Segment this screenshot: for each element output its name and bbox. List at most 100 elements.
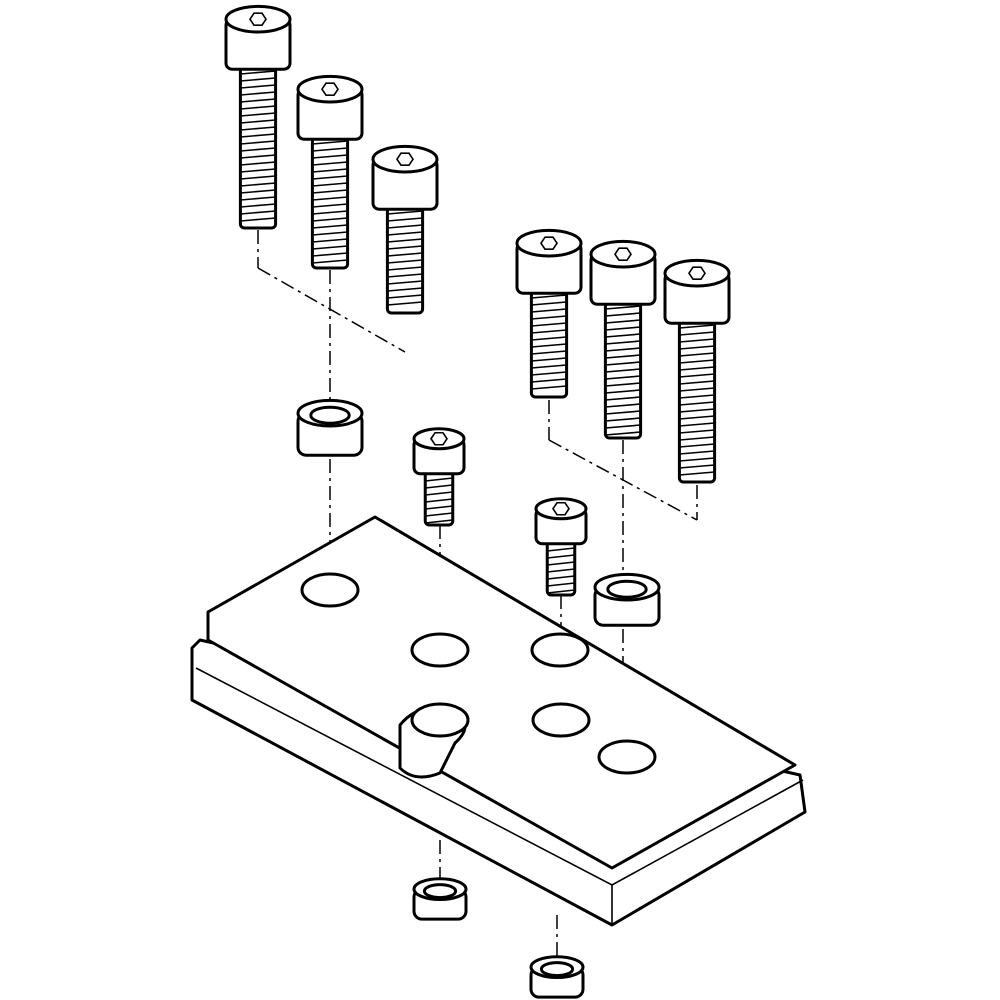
thread-line bbox=[605, 340, 641, 345]
sleeve-bore bbox=[309, 405, 351, 425]
thread-line bbox=[605, 312, 641, 317]
long-screw bbox=[589, 239, 657, 440]
thread-line bbox=[531, 315, 567, 320]
thread-line bbox=[240, 203, 276, 208]
thread-line bbox=[605, 368, 641, 373]
thread-line bbox=[679, 352, 715, 357]
thread-line bbox=[531, 308, 567, 313]
long-screw bbox=[515, 228, 583, 399]
thread-line bbox=[312, 189, 348, 194]
thread-line bbox=[387, 210, 423, 215]
long-screw bbox=[296, 74, 364, 270]
thread-line bbox=[240, 182, 276, 187]
thread-line bbox=[605, 424, 641, 429]
thread-line bbox=[240, 126, 276, 131]
thread-line bbox=[531, 357, 567, 362]
mounting-hole bbox=[410, 632, 470, 668]
parts bbox=[224, 4, 731, 999]
thread-line bbox=[240, 98, 276, 103]
thread-line bbox=[679, 436, 715, 441]
thread-line bbox=[605, 431, 641, 436]
screw-head-top bbox=[371, 144, 439, 174]
mounting-hole bbox=[300, 572, 360, 608]
thread-line bbox=[531, 371, 567, 376]
thread-line bbox=[605, 417, 641, 422]
thread-line bbox=[605, 347, 641, 352]
thread-line bbox=[531, 350, 567, 355]
thread-line bbox=[312, 217, 348, 222]
thread-line bbox=[425, 505, 453, 510]
sleeve-bore bbox=[539, 961, 575, 978]
thread-line bbox=[531, 322, 567, 327]
thread-line bbox=[679, 422, 715, 427]
thread-line bbox=[531, 301, 567, 306]
thread-line bbox=[547, 575, 575, 580]
thread-line bbox=[679, 387, 715, 392]
screw-head-top bbox=[412, 427, 466, 451]
thread-line bbox=[547, 554, 575, 559]
bottom-cap bbox=[529, 955, 585, 999]
sleeve-bore bbox=[422, 883, 458, 900]
thread-line bbox=[312, 245, 348, 250]
thread-line bbox=[679, 345, 715, 350]
hex-socket-icon bbox=[249, 12, 267, 27]
thread-line bbox=[240, 119, 276, 124]
thread-line bbox=[531, 364, 567, 369]
sleeve-bore bbox=[606, 579, 648, 599]
thread-line bbox=[425, 477, 453, 482]
thread-line bbox=[679, 366, 715, 371]
thread-line bbox=[240, 105, 276, 110]
screw-head-top bbox=[296, 74, 364, 104]
thread-line bbox=[387, 294, 423, 299]
thread-line bbox=[387, 259, 423, 264]
thread-line bbox=[240, 84, 276, 89]
thread-line bbox=[679, 457, 715, 462]
thread-line bbox=[312, 140, 348, 145]
thread-line bbox=[605, 410, 641, 415]
thread-line bbox=[531, 378, 567, 383]
thread-line bbox=[547, 589, 575, 594]
thread-line bbox=[312, 175, 348, 180]
thread-line bbox=[387, 273, 423, 278]
thread-line bbox=[547, 547, 575, 552]
thread-line bbox=[679, 380, 715, 385]
thread-line bbox=[240, 154, 276, 159]
thread-line bbox=[605, 305, 641, 310]
thread-line bbox=[679, 373, 715, 378]
thread-line bbox=[387, 224, 423, 229]
mounting-hole bbox=[530, 632, 590, 668]
long-screw bbox=[224, 4, 292, 230]
thread-line bbox=[679, 359, 715, 364]
short-screw bbox=[534, 497, 588, 597]
thread-line bbox=[425, 519, 453, 524]
thread-line bbox=[605, 326, 641, 331]
thread-line bbox=[312, 168, 348, 173]
screw-head-top bbox=[589, 239, 657, 269]
thread-line bbox=[425, 491, 453, 496]
thread-line bbox=[312, 210, 348, 215]
plate-top-face bbox=[206, 515, 797, 870]
thread-line bbox=[240, 147, 276, 152]
thread-line bbox=[605, 389, 641, 394]
thread-line bbox=[240, 196, 276, 201]
screw-head-top bbox=[663, 258, 731, 288]
thread-line bbox=[240, 161, 276, 166]
thread-line bbox=[605, 375, 641, 380]
short-screw bbox=[412, 427, 466, 527]
mounting-hole bbox=[410, 702, 470, 738]
thread-line bbox=[605, 354, 641, 359]
screw-head-top bbox=[515, 228, 583, 258]
thread-line bbox=[605, 319, 641, 324]
thread-line bbox=[387, 252, 423, 257]
thread-line bbox=[547, 568, 575, 573]
thread-line bbox=[605, 333, 641, 338]
thread-line bbox=[312, 224, 348, 229]
thread-line bbox=[425, 484, 453, 489]
thread-line bbox=[679, 324, 715, 329]
thread-line bbox=[531, 294, 567, 299]
sleeve bbox=[296, 398, 364, 457]
thread-line bbox=[679, 338, 715, 343]
mounting-plate bbox=[190, 515, 807, 927]
thread-line bbox=[531, 343, 567, 348]
